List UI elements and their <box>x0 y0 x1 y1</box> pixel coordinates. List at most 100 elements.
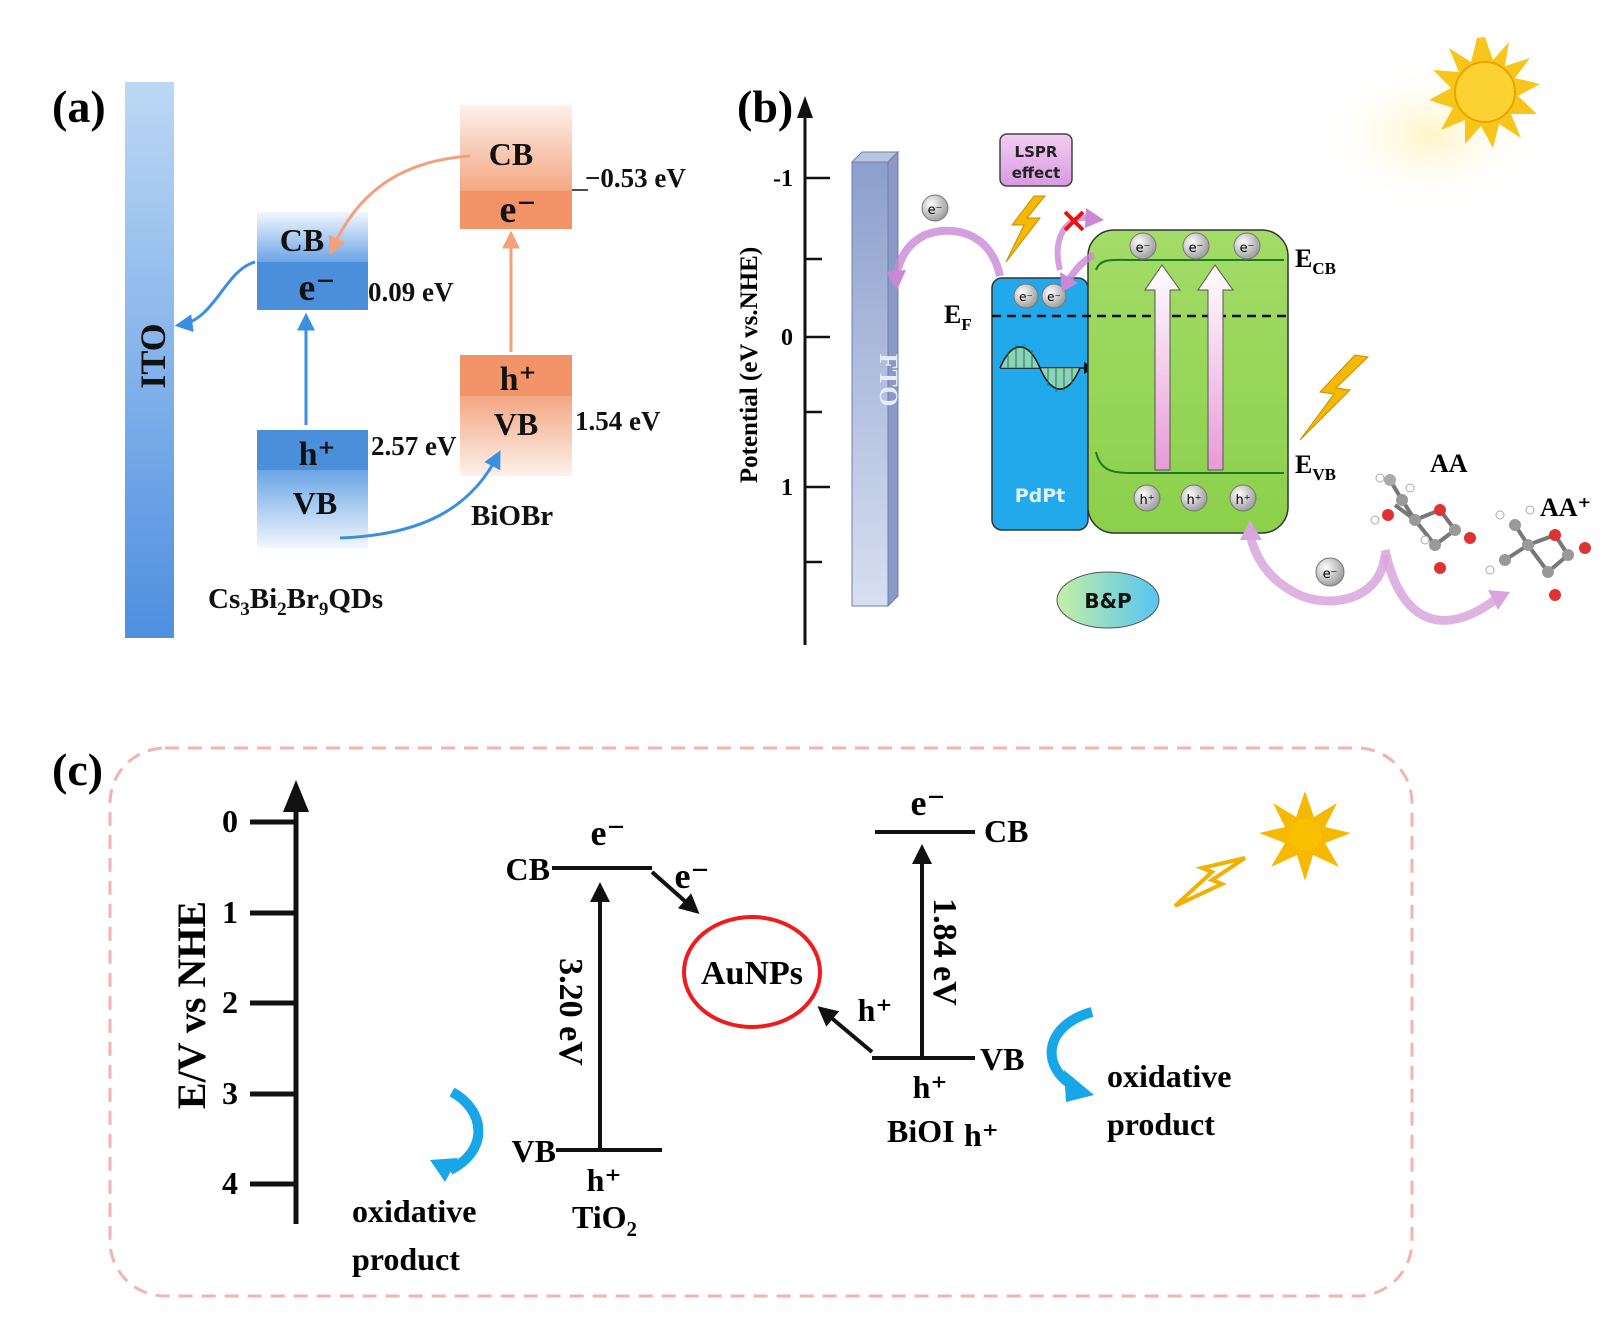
ito-electrode <box>125 82 174 638</box>
biobr-cb-electron: e⁻ <box>500 189 537 231</box>
tio2-to-au-arrow <box>650 870 700 914</box>
lspr-line1: LSPR <box>1015 143 1058 161</box>
tio2-oxidative-1: oxidative <box>352 1193 476 1229</box>
blocked-cross-icon <box>1063 210 1085 232</box>
evb-label: EVB <box>1295 450 1336 484</box>
bioi-cb-label: CB <box>984 813 1028 849</box>
blocked-arrow <box>1054 214 1091 271</box>
biobr-vb-label: VB <box>494 406 538 442</box>
b-tick-label-neg1: -1 <box>773 166 793 192</box>
bioi-h-bottom: h⁺ <box>913 1069 948 1105</box>
qd-vb-energy: 2.57 eV <box>371 431 457 461</box>
excitation-arrow <box>1144 264 1181 471</box>
aa-to-aaplus-arrow <box>1380 549 1498 625</box>
vb-edge-line <box>1095 451 1284 474</box>
lightning-icon <box>1173 856 1247 908</box>
svg-text:e⁻: e⁻ <box>1323 567 1338 582</box>
bioi-name: BiOI <box>887 1113 955 1149</box>
biobr-cb-label: CB <box>489 136 533 172</box>
qd-cb-box <box>257 262 368 310</box>
lspr-line2: effect <box>1012 164 1061 182</box>
lspr-badge <box>999 133 1073 187</box>
bioi-to-au-arrow <box>817 1006 874 1054</box>
aa-to-sc-arrow <box>1245 533 1390 606</box>
bioi-oxidative-1: oxidative <box>1107 1058 1231 1094</box>
b-y-axis-arrowhead <box>797 96 813 118</box>
c-tick-0: 0 <box>222 803 238 839</box>
biobr-cb-box <box>460 191 572 229</box>
tio2-vb-label: VB <box>512 1133 556 1169</box>
svg-text:e⁻: e⁻ <box>1136 241 1151 256</box>
ef-label: EF <box>944 300 972 334</box>
panel-c-border <box>108 746 1414 1298</box>
cb-transfer-arrow <box>328 154 471 255</box>
tio2-e-side: e⁻ <box>675 856 710 896</box>
panel-b-label: (b) <box>737 81 793 132</box>
svg-text:h⁺: h⁺ <box>1139 493 1154 508</box>
bioi-h-overlap: h⁺ <box>964 1117 999 1153</box>
fto-electrode <box>851 161 889 607</box>
bioi-oxidation-arrowhead <box>1064 1070 1094 1102</box>
panel-a-label: (a) <box>52 81 106 132</box>
svg-text:h⁺: h⁺ <box>1186 493 1201 508</box>
bioi-oxidative-2: product <box>1107 1106 1215 1142</box>
cb-edge-line <box>1095 258 1284 271</box>
qd-cb-label: CB <box>280 222 324 258</box>
lspr-wave <box>999 346 1081 390</box>
svg-text:e⁻: e⁻ <box>1047 290 1061 304</box>
tio2-oxidation-arrowhead <box>430 1158 458 1182</box>
bioi-vb-label: VB <box>980 1041 1024 1077</box>
tio2-e-top: e⁻ <box>591 813 626 853</box>
c-tick-4: 4 <box>222 1165 238 1201</box>
b-tick-label-0: 0 <box>781 325 793 351</box>
svg-text:e⁻: e⁻ <box>1189 241 1204 256</box>
svg-text:e⁻: e⁻ <box>1240 241 1255 256</box>
hole-balls: h⁺ h⁺ h⁺ <box>1133 484 1257 512</box>
aa-plus-molecule <box>1485 505 1591 601</box>
pdpt-label: PdPt <box>1015 485 1066 507</box>
panel-b: (b) -1 0 1 Potential (eV vs.NHE) FTO LSP… <box>736 37 1591 645</box>
c-tick-2: 2 <box>222 984 238 1020</box>
biobr-vb-hole: h⁺ <box>500 361 537 398</box>
svg-text:e⁻: e⁻ <box>928 203 943 218</box>
bp-label: B&P <box>1084 589 1131 613</box>
tio2-name: TiO2 <box>572 1199 637 1241</box>
biobr-vb-box <box>460 396 572 476</box>
aunps-circle <box>682 915 822 1029</box>
b-y-ticks <box>805 176 830 564</box>
bioi-oxidation-arrow <box>1046 1007 1094 1090</box>
biobr-vb-energy: 1.54 eV <box>575 406 661 436</box>
panel-a: (a) ITO CB e⁻ 0.09 eV h⁺ VB 2.57 eV Cs3B… <box>52 81 686 638</box>
tio2-cb-label: CB <box>506 851 550 887</box>
electron-balls: e⁻ e⁻ e⁻ e⁻ e⁻ e⁻ e⁻ <box>921 194 1345 587</box>
aunps-label: AuNPs <box>701 955 803 992</box>
c-tick-1: 1 <box>222 894 238 930</box>
tio2-oxidative-2: product <box>352 1241 460 1277</box>
qd-name: Cs3Bi2Br9QDs <box>208 583 383 620</box>
qd-cb-energy: 0.09 eV <box>368 277 454 307</box>
excitation-arrow <box>1197 264 1234 471</box>
biobr-vb-top <box>460 355 572 396</box>
lightning-icon <box>1005 195 1047 263</box>
c-tick-3: 3 <box>222 1075 238 1111</box>
qd-vb-label: VB <box>293 485 337 521</box>
bioi-e-top: e⁻ <box>911 783 946 823</box>
panel-c-label: (c) <box>52 744 103 795</box>
c-y-ticks <box>250 819 296 1187</box>
aa-to-sc-arrowhead <box>1240 520 1262 540</box>
qd-vb-top <box>257 430 368 470</box>
biobr-cb-energy: −0.53 eV <box>585 163 686 193</box>
ecb-label: ECB <box>1295 244 1336 278</box>
lspr-wave-hatching <box>1007 344 1073 392</box>
aa-plus-label: AA⁺ <box>1540 493 1591 522</box>
pdpt-to-fto-arrowhead <box>886 270 906 290</box>
aa-molecule <box>1370 473 1476 574</box>
qd-vb-hole: h⁺ <box>299 436 336 473</box>
blocked-arrowhead <box>1085 208 1104 228</box>
vb-transfer-arrow <box>339 450 501 540</box>
sun-icon <box>1429 37 1540 148</box>
ito-label: ITO <box>133 323 173 388</box>
c-y-axis-arrowhead <box>283 780 309 812</box>
tio2-gap: 3.20 eV <box>552 958 589 1066</box>
